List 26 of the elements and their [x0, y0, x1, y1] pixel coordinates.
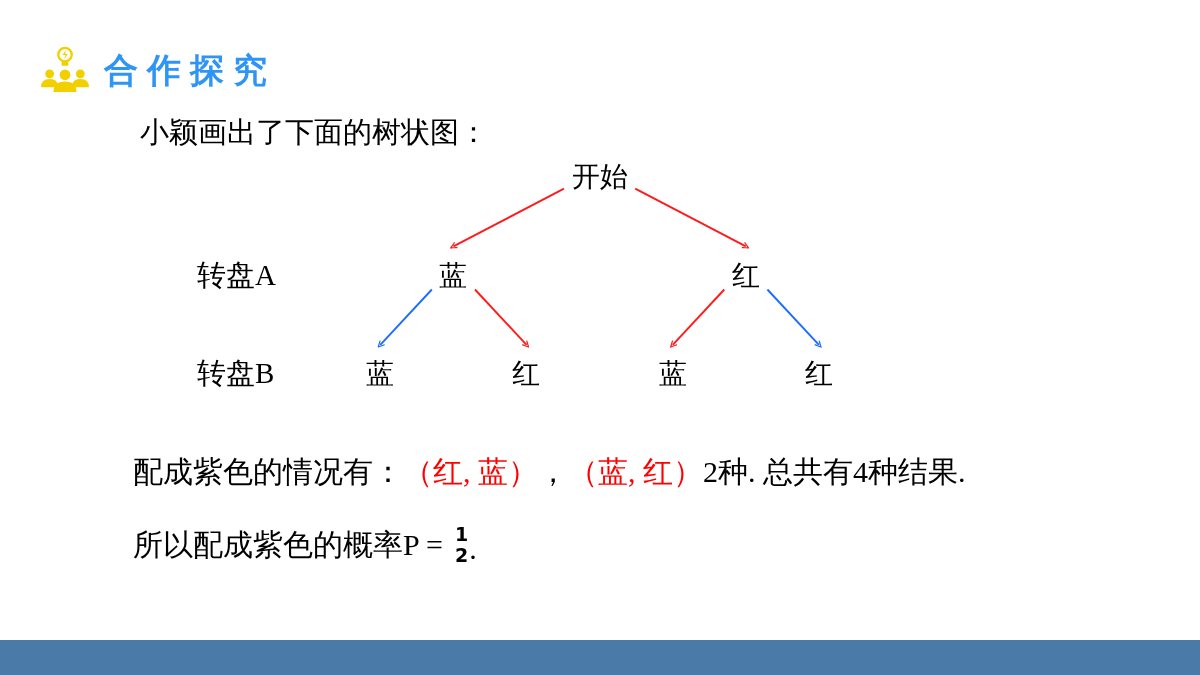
intro-sentence: 小颖画出了下面的树状图：	[140, 115, 488, 150]
node-text: 红	[512, 357, 541, 389]
node-text: 蓝	[659, 357, 688, 389]
denominator: 2	[455, 545, 469, 566]
arrow	[450, 187, 566, 249]
node-text: 蓝	[439, 259, 468, 291]
sentence-text: 2种. 总共有4种结果.	[703, 454, 966, 490]
row-label: 转盘A	[197, 258, 276, 293]
sentence-text: 所以配成紫色的概率P =	[133, 527, 443, 563]
outcome-pair: （蓝, 红）	[568, 454, 703, 490]
section-title: 合作探究	[104, 49, 276, 92]
punctuation-mark: ，	[538, 454, 568, 490]
sentence-text: 配成紫色的情况有：	[133, 454, 403, 490]
arrow	[634, 187, 750, 249]
node-text: 蓝	[366, 357, 395, 389]
outcome-pair: （红, 蓝）	[403, 454, 538, 490]
period-mark: .	[469, 531, 477, 567]
arrow	[766, 288, 822, 348]
numerator: 1	[455, 524, 469, 545]
arrow	[474, 288, 530, 348]
node-text: 开始	[571, 161, 629, 193]
arrow	[378, 288, 434, 348]
row-label: 转盘B	[197, 356, 275, 392]
arrow	[670, 288, 726, 348]
node-text: 红	[805, 357, 834, 389]
node-text: 红	[732, 259, 761, 291]
